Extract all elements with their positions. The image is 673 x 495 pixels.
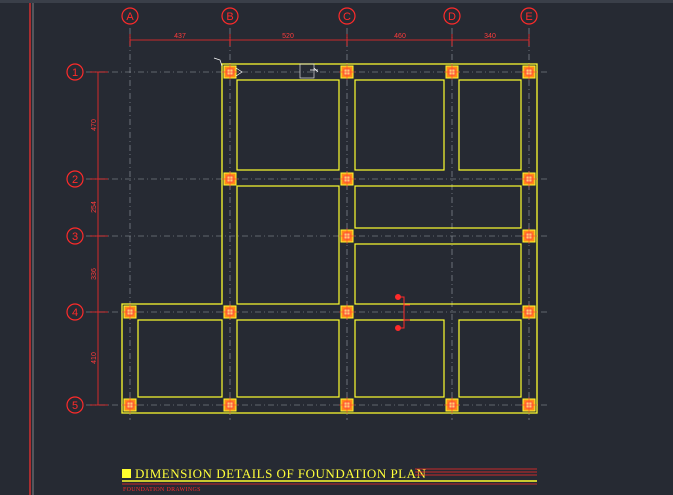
grid-axis-lines xyxy=(86,28,548,420)
grid-label-a: A xyxy=(126,11,134,23)
column-e4 xyxy=(520,303,538,321)
dimension-34: 336 xyxy=(91,268,98,280)
column-c3 xyxy=(338,227,356,245)
column-e5 xyxy=(520,396,538,414)
dimension-cd: 460 xyxy=(394,33,406,40)
grid-bubble-a: A xyxy=(121,7,139,25)
grid-bubble-3: 3 xyxy=(66,227,84,245)
row-grid-bubbles: 1 2 3 4 5 xyxy=(66,63,84,414)
horizontal-dimension-chain xyxy=(129,34,530,46)
column-c5 xyxy=(338,396,356,414)
column-a5 xyxy=(121,396,139,414)
dimension-23: 254 xyxy=(91,201,98,213)
column-d5 xyxy=(443,396,461,414)
columns xyxy=(121,63,538,414)
grid-bubble-1: 1 xyxy=(66,63,84,81)
title-square-icon xyxy=(122,469,131,478)
grid-bubble-c: C xyxy=(338,7,356,25)
panel-b1-c2 xyxy=(236,79,340,171)
column-b1 xyxy=(221,63,239,81)
dimension-de: 340 xyxy=(484,33,496,40)
column-a4 xyxy=(121,303,139,321)
grid-label-1: 1 xyxy=(72,67,78,79)
grid-bubble-4: 4 xyxy=(66,303,84,321)
dimension-bc: 520 xyxy=(282,33,294,40)
column-d1 xyxy=(443,63,461,81)
column-e2 xyxy=(520,170,538,188)
column-e1 xyxy=(520,63,538,81)
section-marker-c4 xyxy=(395,294,410,331)
detail-marker-b1 xyxy=(213,57,319,79)
panel-d1-e2 xyxy=(458,79,522,171)
column-b4 xyxy=(221,303,239,321)
dimension-ab: 437 xyxy=(174,33,186,40)
panel-c4-d5 xyxy=(354,319,445,398)
grid-bubble-b: B xyxy=(221,7,239,25)
foundation-outline xyxy=(121,63,538,414)
grid-label-e: E xyxy=(525,11,532,23)
column-e3 xyxy=(520,227,538,245)
dimension-45: 410 xyxy=(91,352,98,364)
grid-label-d: D xyxy=(448,11,456,23)
grid-label-b: B xyxy=(226,11,233,23)
grid-label-c: C xyxy=(343,11,351,23)
grid-label-3: 3 xyxy=(72,231,78,243)
grid-bubble-d: D xyxy=(443,7,461,25)
grid-bubble-5: 5 xyxy=(66,396,84,414)
title-block: DIMENSION DETAILS OF FOUNDATION PLAN FOU… xyxy=(122,466,537,493)
column-b2 xyxy=(221,170,239,188)
grid-label-5: 5 xyxy=(72,400,78,412)
grid-label-4: 4 xyxy=(72,307,78,319)
top-border xyxy=(0,0,673,3)
panel-c3-e4 xyxy=(354,243,522,305)
column-grid-bubbles: A B C D E xyxy=(121,7,538,25)
drawing-title: DIMENSION DETAILS OF FOUNDATION PLAN xyxy=(135,466,427,481)
dimension-12: 470 xyxy=(91,119,98,131)
column-c1 xyxy=(338,63,356,81)
panel-b4-c5 xyxy=(236,319,340,398)
column-c2 xyxy=(338,170,356,188)
panel-b2-c4 xyxy=(236,185,340,305)
drawing-subtitle: FOUNDATION DRAWINGS xyxy=(123,487,201,493)
foundation-panels xyxy=(137,79,522,398)
column-b5 xyxy=(221,396,239,414)
vertical-dimension-chain xyxy=(90,71,108,406)
grid-label-2: 2 xyxy=(72,174,78,186)
panel-a4-b5 xyxy=(137,319,223,398)
column-c4 xyxy=(338,303,356,321)
panel-c2-e3 xyxy=(354,185,522,229)
panel-c1-d2 xyxy=(354,79,445,171)
grid-bubble-e: E xyxy=(520,7,538,25)
panel-d4-e5 xyxy=(458,319,522,398)
grid-bubble-2: 2 xyxy=(66,170,84,188)
